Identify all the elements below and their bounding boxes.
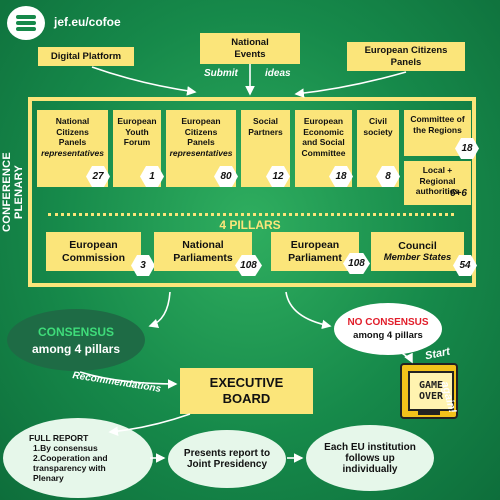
arrow-panels-to-plenary (294, 71, 407, 98)
conference-plenary-frame (28, 97, 476, 287)
consensus-sub: among 4 pillars (31, 341, 121, 356)
logo (7, 6, 45, 40)
member-sublabel: representatives (41, 147, 104, 158)
member-sublabel: representatives (169, 147, 233, 158)
executive-board-label: EXECUTIVE BOARD (209, 375, 284, 406)
pillars-divider (48, 213, 454, 216)
each-eu-label: Each EU institution follows up individua… (324, 441, 416, 475)
full-report-oval: FULL REPORT 1.By consensus 2.Cooperation… (3, 418, 153, 498)
european-citizens-panels-input-box: European Citizens Panels (347, 42, 465, 71)
pillar-label: Council (398, 239, 437, 252)
site-url[interactable]: jef.eu/cofoe (54, 15, 121, 29)
pillar-sublabel: Member States (383, 252, 452, 264)
arrow-plenary-to-consensus (148, 291, 171, 329)
pillars-label: 4 PILLARS (219, 218, 281, 232)
member-count: 6+6 (450, 188, 467, 199)
arrow-digital-to-plenary (91, 66, 197, 96)
executive-board-box: EXECUTIVE BOARD (180, 368, 313, 414)
member-label: European Youth Forum (117, 116, 157, 148)
full-report-item1: 1.By consensus (33, 443, 98, 453)
member-count: 8 (376, 166, 400, 187)
arrow-plenary-to-no-consensus (285, 291, 332, 330)
game-over-icon: GAME OVER (400, 363, 458, 419)
pillar-label: European Commission (61, 238, 125, 264)
presents-report-label: Presents report to Joint Presidency (183, 448, 271, 470)
member-count: 12 (266, 166, 290, 187)
pillar-label: European Parliament (288, 238, 342, 264)
national-events-box: National Events (200, 33, 300, 64)
european-citizens-panels-input-label: European Citizens Panels (364, 44, 448, 68)
member-label: Social Partners (248, 116, 283, 137)
digital-platform-label: Digital Platform (50, 50, 122, 62)
pillar-count: 54 (453, 255, 477, 276)
pillar-council: Council Member States (371, 232, 464, 271)
pillar-count: 3 (131, 255, 155, 276)
consensus-oval: CONSENSUS among 4 pillars (7, 309, 145, 371)
arrow-consensus-to-board (79, 371, 178, 389)
presents-report-oval: Presents report to Joint Presidency (168, 430, 286, 488)
member-count: 80 (214, 166, 238, 187)
game-over-line1: GAME (418, 380, 444, 391)
member-count: 18 (455, 138, 479, 159)
arrow-board-to-report (108, 413, 191, 436)
submit-label: Submit (204, 68, 238, 79)
member-count: 18 (329, 166, 353, 187)
member-label: Committee of the Regions (410, 114, 465, 135)
member-eesc: European Economic and Social Committee (295, 110, 352, 187)
member-label: Local + Regional authorities (415, 165, 460, 197)
national-events-label: National Events (231, 36, 269, 60)
member-count: 1 (140, 166, 164, 187)
game-over-line2: OVER (418, 391, 444, 402)
digital-platform-box: Digital Platform (38, 47, 134, 66)
member-label: European Economic and Social Committee (301, 116, 346, 158)
pillar-european-commission: European Commission (46, 232, 141, 271)
each-eu-oval: Each EU institution follows up individua… (306, 425, 434, 491)
pillar-label: National Parliaments (173, 238, 233, 264)
full-report-item2: 2.Cooperation and transparency with Plen… (33, 453, 108, 483)
pillar-count: 108 (235, 255, 262, 276)
no-consensus-oval: NO CONSENSUS among 4 pillars (334, 303, 442, 355)
no-consensus-title: NO CONSENSUS (347, 317, 429, 328)
no-consensus-sub: among 4 pillars (353, 330, 423, 341)
member-count: 27 (86, 166, 110, 187)
member-label: Civil society (363, 116, 393, 137)
member-local-regional-authorities: Local + Regional authorities (404, 161, 471, 205)
ideas-label: ideas (265, 68, 291, 79)
full-report-title: FULL REPORT (29, 433, 89, 443)
pillar-count: 108 (343, 253, 370, 274)
arrow-no-consensus-to-gameover (399, 351, 413, 364)
consensus-title: CONSENSUS (37, 324, 114, 339)
member-label: European Citizens Panels (181, 116, 221, 148)
member-label: National Citizens Panels (55, 116, 90, 148)
